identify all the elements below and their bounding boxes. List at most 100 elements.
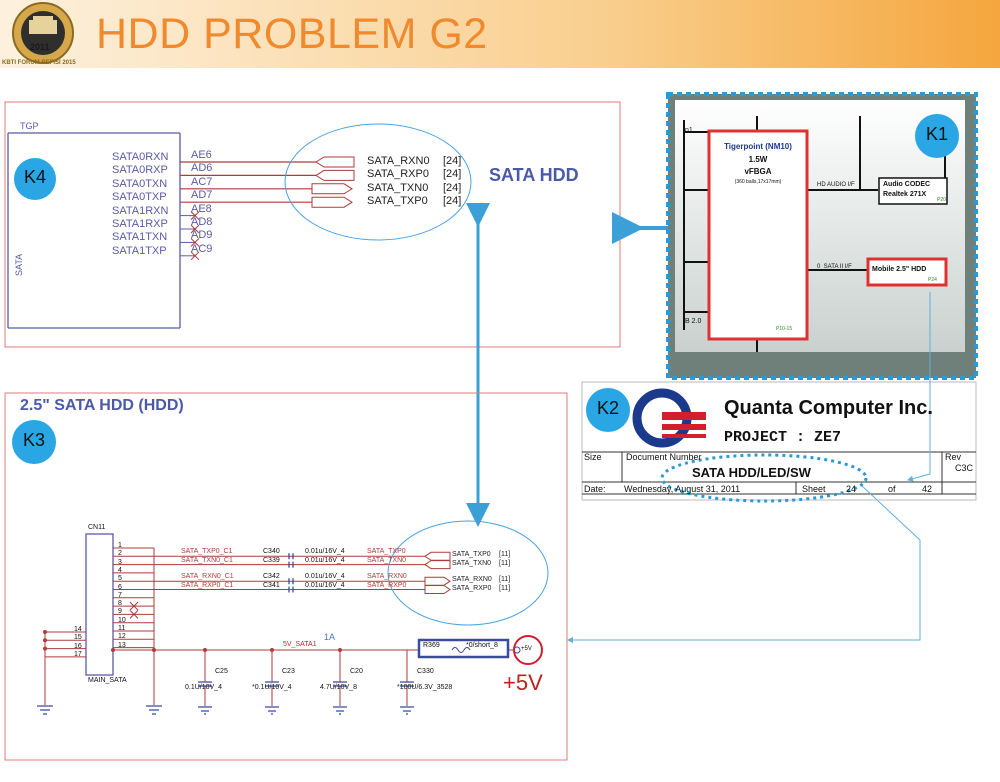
ground-pin-number: 14 — [74, 626, 82, 633]
tigerpoint-chip — [707, 129, 809, 341]
k4-pin-ball: AD9 — [191, 229, 213, 242]
connector-pin-number: 9 — [118, 608, 122, 616]
cap-ref: C339 — [263, 556, 280, 564]
logo-emblem — [12, 2, 74, 64]
badge-k4-label: K4 — [23, 167, 47, 187]
k4-pin-ball: AD8 — [191, 216, 213, 228]
resistor-ref: R369 — [423, 642, 440, 649]
badge-k3 — [12, 420, 56, 464]
k4-offpage-in — [315, 169, 355, 181]
cap-value: 0.01u/16V_4 — [305, 556, 345, 564]
k4-signal-name: SATA_TXN0 — [367, 181, 429, 194]
net-signal: SATA_RXP0 — [367, 581, 407, 589]
k4-pin-ball: AD7 — [191, 189, 213, 202]
badge-k3-label: K3 — [22, 430, 46, 450]
decoupling-cap-value: 4.7U/10V_8 — [320, 684, 357, 691]
cap-ref: C342 — [263, 573, 280, 581]
badge-k4 — [14, 158, 56, 200]
k4-offpage-out — [311, 196, 353, 208]
audio-codec-line1: Audio CODEC — [883, 181, 931, 188]
decoupling-cap-value: *100U/6.3V_3528 — [397, 684, 453, 691]
ground-pin-number: 15 — [74, 634, 82, 642]
k4-pin-ball: AE6 — [191, 149, 212, 161]
offpage-connector — [424, 585, 451, 594]
k4-pin-ball: AD6 — [191, 162, 213, 175]
offpage-signal: SATA_RXN0 — [452, 576, 492, 584]
cap-value: 0.01u/16V_4 — [305, 581, 345, 589]
audio-codec-line2: Realtek 271X — [883, 191, 927, 198]
k4-pin-name: SATA1RXP — [112, 218, 168, 230]
noconnect-mark — [129, 601, 139, 611]
net-signal: SATA_TXN0 — [367, 556, 407, 564]
k4-noconnect-mark — [190, 251, 200, 261]
badge-k1 — [915, 114, 959, 158]
chip-page: P10-15 — [776, 326, 793, 332]
junction-dot — [203, 648, 207, 652]
k4-pin-ball: AE8 — [191, 202, 212, 215]
hdd-box — [866, 257, 948, 287]
sheet-label: Sheet — [802, 484, 826, 494]
connector-pin-number: 6 — [118, 583, 122, 591]
decoupling-cap-value: 0.1U/10V_4 — [185, 684, 222, 691]
audio-codec-box — [878, 177, 948, 205]
connector-pin-number: 1 — [118, 542, 122, 549]
k4-highlight-ellipse — [284, 123, 472, 241]
doc-title: SATA HDD/LED/SW — [692, 465, 811, 480]
rev-label: Rev — [945, 452, 962, 462]
k4-noconnect-mark — [190, 211, 200, 220]
decoupling-cap-ref: C25 — [215, 668, 228, 675]
k4-pin-ball: AC7 — [191, 175, 213, 188]
k4-pin-name: SATA1RXN — [112, 204, 169, 217]
k4-pin-name: SATA1TXN — [112, 231, 168, 244]
k4-signal-name: SATA_TXP0 — [367, 195, 428, 208]
coupling-cap-symbol — [288, 578, 294, 585]
logo-year: 2011 — [30, 42, 50, 52]
coupling-cap-symbol — [288, 553, 294, 560]
k4-pin-name: SATA0RXN — [112, 151, 169, 163]
offpage-connector — [424, 560, 451, 570]
connector-pin-number: 5 — [118, 575, 122, 583]
size-label: Size — [584, 452, 602, 462]
chip-balls: (360 balls,17x17mm) — [734, 179, 782, 185]
connector-pin-number: 10 — [118, 616, 126, 624]
offpage-ref: [11] — [499, 576, 511, 584]
offpage-ref: [11] — [499, 584, 511, 592]
decoupling-cap-ref: C20 — [350, 668, 363, 675]
k4-side-label: SATA — [14, 253, 24, 276]
docnum-label: Document Number — [626, 452, 702, 462]
junction-dot — [43, 638, 47, 643]
cap-ref: C340 — [263, 548, 280, 556]
header-band — [0, 0, 1000, 68]
connector-pin-number: 4 — [118, 566, 122, 574]
sheet-total: 42 — [922, 484, 933, 494]
net-name: SATA_TXP0_C1 — [181, 548, 233, 556]
connector-name: MAIN_SATA — [88, 677, 127, 684]
ground-symbol — [333, 706, 347, 715]
k4-block-title: TGP — [20, 121, 39, 131]
chip-title: Tigerpoint (NM10) — [724, 142, 792, 151]
sata-link-label: 0 SATA II I/F — [817, 264, 852, 270]
current-label: 1A — [324, 632, 336, 642]
k4-signal-ref: [24] — [443, 155, 462, 167]
k4-offpage-out — [311, 183, 353, 195]
ground-symbol — [37, 705, 53, 715]
connector-pin-number: 7 — [118, 591, 122, 599]
k4-offpage-in — [315, 156, 355, 168]
badge-k2 — [586, 388, 630, 432]
connector-ref: CN11 — [88, 524, 106, 531]
junction-dot — [43, 646, 47, 651]
decoupling-cap-ref: C330 — [417, 668, 434, 675]
rail-big-label: +5V — [503, 670, 543, 695]
connector-pin-number: 11 — [118, 625, 126, 632]
k3-highlight-ellipse — [387, 520, 549, 626]
k4-signal-ref: [24] — [443, 168, 462, 181]
k4-frame — [4, 101, 621, 348]
offpage-ref: [11] — [499, 559, 511, 567]
ground-pin-number: 17 — [74, 650, 82, 658]
ground-symbol — [198, 706, 212, 715]
plus5v-circle — [513, 635, 543, 665]
k4-signal-ref: [24] — [443, 195, 462, 208]
net-signal: SATA_TXP0 — [367, 548, 406, 556]
quanta-logo — [632, 388, 706, 448]
